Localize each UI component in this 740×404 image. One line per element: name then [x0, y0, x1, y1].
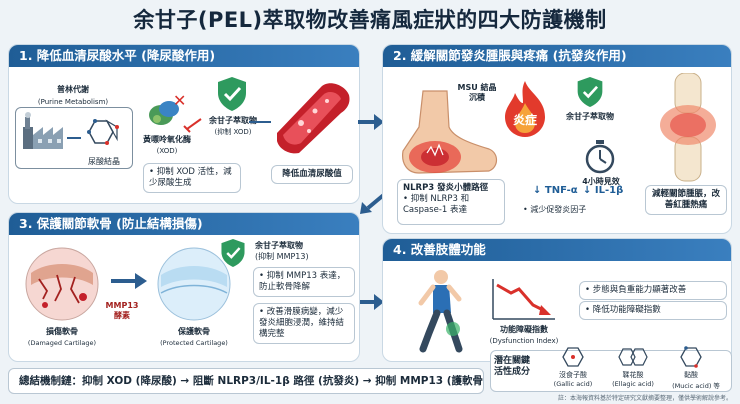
mmp13-label: MMP13 酵素: [105, 301, 139, 320]
nlrp3-note: 抑制 NLRP3 和 Caspase-1 表達: [403, 194, 470, 215]
bullet-dys-text: 降低功能障礙指數: [592, 305, 661, 315]
mucic-en: (Mucic acid) 等: [672, 382, 720, 390]
walking-person-icon: [418, 270, 463, 353]
stopwatch-icon: [585, 140, 615, 174]
protected-en: (Protected Cartilage): [160, 339, 228, 347]
protected-label: 保護軟骨: [178, 327, 210, 336]
mucic-label: 黏酸: [684, 371, 698, 379]
components-label: 潛在關鍵活性成分: [494, 356, 531, 377]
damaged-cartilage-icon: [25, 247, 99, 321]
arrow-factory-molecule: [67, 137, 81, 139]
pel-label-2: 余甘子萃取物: [566, 112, 614, 121]
ellagic-en: (Ellagic acid): [612, 380, 654, 388]
gallic-acid-icon: [562, 347, 584, 367]
note-synovium-text: 改善滑膜病變，減少發炎細胞浸潤，維持結構完整: [259, 307, 345, 339]
shield-check-icon: [218, 77, 246, 111]
dys-label: 功能障礙指數: [500, 325, 548, 334]
protected-cartilage-icon: [157, 247, 231, 321]
bullet-gait-text: 步態與負重能力顯著改善: [592, 285, 687, 295]
panel-4-heading: 4. 改善肢體功能: [383, 239, 731, 261]
panel-2-heading: 2. 緩解關節發炎腫脹與疼痛 (抗發炎作用): [383, 45, 731, 67]
il1-text: IL-1β: [594, 185, 624, 196]
cytokine-text: 減少促發炎因子: [530, 205, 587, 214]
panel-cartilage: 3. 保護關節軟骨 (防止結構損傷) 損傷軟骨 (Damaged Cartila…: [8, 212, 360, 362]
xod-cross-icon: ✕: [173, 91, 187, 110]
gallic-en: (Gallic acid): [553, 380, 593, 388]
arrow-p3-p4: [358, 294, 384, 310]
xod-label: 黃嘌呤氧化酶: [143, 135, 191, 144]
bullet-dys: 降低功能障礙指數: [579, 301, 727, 320]
down-arrow-icon: ↓: [533, 185, 542, 196]
flame-icon: [505, 81, 545, 137]
bullet-gait: 步態與負重能力顯著改善: [579, 281, 727, 300]
nlrp3-box: NLRP3 發炎小體路徑 抑制 NLRP3 和 Caspase-1 表達: [397, 179, 505, 225]
inhibit-arrow: [183, 118, 202, 133]
uric-molecule-icon: [87, 119, 119, 145]
summary-footer: 總結機制鏈：抑制 XOD (降尿酸) → 阻斷 NLRP3/IL-1β 路徑 (…: [8, 368, 484, 394]
down-arrow-icon-2: ↓: [583, 185, 592, 196]
pel-label-3: 余甘子萃取物: [255, 241, 303, 250]
note-synovium: 改善滑膜病變，減少發炎細胞浸潤，維持結構完整: [253, 303, 355, 344]
note-mmp13-text: 抑制 MMP13 表達，防止軟骨降解: [259, 271, 346, 292]
uric-crystal-label: 尿酸結晶: [88, 157, 120, 166]
msu-label: MSU 結晶沉積: [457, 83, 497, 102]
tnf-label: ↓ TNF-α: [533, 185, 578, 196]
nlrp3-title: NLRP3 發炎小體路徑: [403, 183, 489, 193]
arrow-pel-vessel: [249, 121, 271, 123]
purine-en: (Purine Metabolism): [37, 98, 109, 106]
mucic-acid-icon: [680, 346, 702, 368]
dysfunction-chart-icon: [492, 279, 555, 320]
panel-limb-function: 4. 改善肢體功能 功能障礙指數 (Dysfunction Index) 步態與…: [382, 238, 732, 362]
arrow-damage-protect: [111, 273, 147, 289]
damaged-label: 損傷軟骨: [46, 327, 78, 336]
panel-1-heading: 1. 降低血清尿酸水平 (降尿酸作用): [9, 45, 359, 67]
damaged-en: (Damaged Cartilage): [27, 339, 97, 347]
gallic-label: 沒食子酸: [559, 371, 587, 379]
pel-sub-3: (抑制 MMP13): [255, 252, 309, 261]
time-label: 4小時見效: [582, 177, 620, 186]
blood-vessel-icon: [277, 83, 350, 154]
dys-en: (Dysfunction Index): [489, 337, 559, 345]
note-inhibit-xod: 抑制 XOD 活性，減少尿酸生成: [143, 163, 241, 193]
ellagic-label: 鞣花酸: [622, 371, 644, 379]
ellagic-acid-icon: [618, 348, 648, 366]
panel-anti-inflammation: 2. 緩解關節發炎腫脹與疼痛 (抗發炎作用) MSU 結晶沉積 炎症 余甘子萃取…: [382, 44, 732, 234]
xod-en: (XOD): [156, 147, 178, 155]
tnf-text: TNF-α: [544, 185, 578, 196]
panel-3-heading: 3. 保護關節軟骨 (防止結構損傷): [9, 213, 359, 235]
note-inhibit-xod-text: 抑制 XOD 活性，減少尿酸生成: [149, 167, 232, 188]
il1-label: ↓ IL-1β: [583, 185, 623, 196]
inflame-label: 炎症: [512, 113, 537, 127]
factory-icon: [23, 112, 63, 149]
components-box: [490, 350, 732, 392]
shield-check-icon-3: [221, 239, 245, 267]
knee-joint-icon: [660, 73, 716, 182]
note-lower-uric: 降低血清尿酸值: [271, 165, 353, 184]
shield-check-icon-2: [577, 77, 603, 107]
arrow-p1-p2: [358, 114, 384, 130]
cytokine-note: 減少促發炎因子: [523, 205, 633, 215]
inflamed-foot-icon: [402, 90, 498, 174]
credit-note: 註：本海報資料基於特定研究文獻摘要整理，僅供學術解說參考。: [557, 395, 732, 402]
purine-label: 普林代謝: [57, 85, 89, 94]
pel-label-1: 余甘子萃取物: [209, 116, 257, 125]
result-note: 減輕關節腫脹，改善紅腫熱痛: [645, 185, 727, 215]
page-title: 余甘子(PEL)萃取物改善痛風症狀的四大防護機制: [133, 8, 607, 32]
note-mmp13: 抑制 MMP13 表達，防止軟骨降解: [253, 267, 355, 297]
panel-uric-acid: 1. 降低血清尿酸水平 (降尿酸作用) 普林代謝 (Purine Metabol…: [8, 44, 360, 204]
bracket-purine: [15, 107, 133, 169]
pel-sub-1: (抑制 XOD): [214, 128, 252, 136]
xod-enzyme-icon: [149, 101, 179, 125]
